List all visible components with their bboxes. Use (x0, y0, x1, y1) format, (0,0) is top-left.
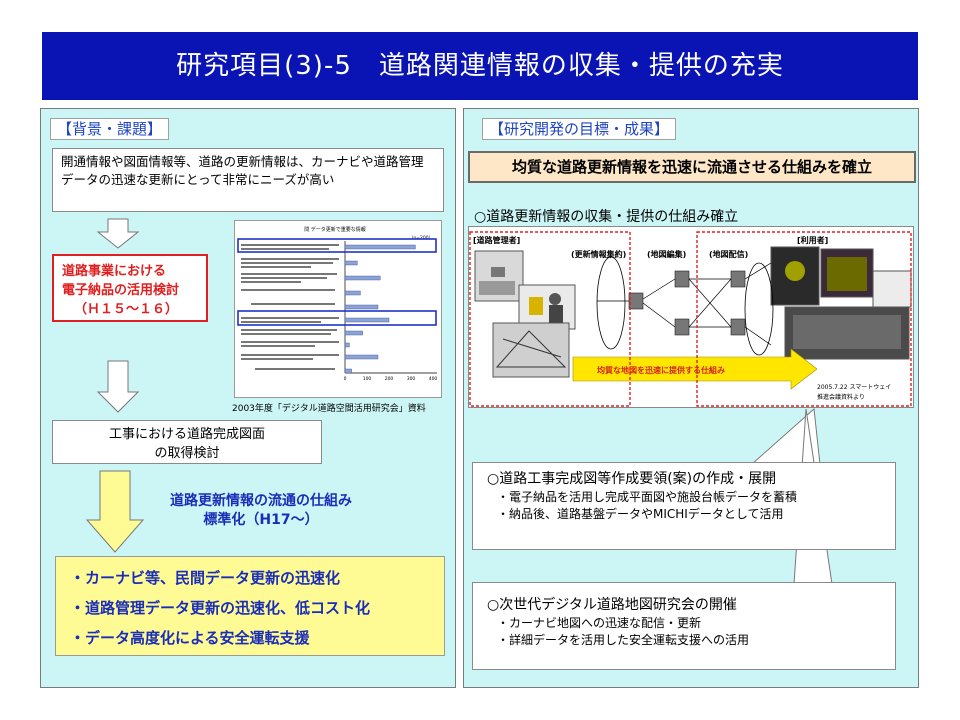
chart-header: 問 データ更新で重要な情報 (304, 226, 366, 233)
distribution-diagram-svg: [道路管理者] (更新情報集約) (地図編集) (地図配信) [利用者] (469, 231, 912, 407)
user-photos (770, 246, 912, 360)
chart-highlight-1 (237, 238, 437, 253)
chart-n-label: （n=200） (409, 235, 433, 241)
chart-bar (344, 330, 363, 336)
electronic-delivery-study-box: 道路事業における 電子納品の活用検討 （Ｈ１５～１６） (52, 254, 208, 322)
drawing-box-line: の取得検討 (154, 446, 220, 461)
outcome-item: ・データ高度化による安全運転支援 (70, 629, 310, 647)
distribute-label: (地図配信) (709, 249, 748, 259)
chart-bar (344, 317, 390, 323)
outcome-item: ・カーナビ等、民間データ更新の迅速化 (70, 569, 341, 587)
outcomes-box: ・カーナビ等、民間データ更新の迅速化 ・道路管理データ更新の迅速化、低コスト化 … (55, 556, 445, 656)
chart-caption: 2003年度「デジタル道路空間活用研究会」資料 (232, 404, 426, 414)
chart-tick-label: 400 (429, 376, 438, 382)
chart-bar (344, 244, 416, 250)
chart-tick-label: 200 (385, 376, 394, 382)
chart-tick-label: 300 (407, 376, 416, 382)
goal-statement: 均質な道路更新情報を迅速に流通させる仕組みを確立 (468, 151, 916, 183)
provide-map-arrow (572, 348, 818, 390)
goals-section-label: 【研究開発の目標・成果】 (482, 118, 677, 140)
survey-chart-svg: 問 データ更新で重要な情報 （n=200） 0 100 200 300 400 (237, 226, 438, 382)
collect-label: (更新情報集約) (571, 249, 626, 259)
chart-bar (344, 354, 379, 360)
chart-bar (344, 290, 361, 296)
red-box-line: 電子納品の活用検討 (62, 283, 180, 298)
chart-bar (344, 342, 350, 348)
result-heading: ○次世代デジタル道路地図研究会の開催 (487, 597, 737, 613)
user-group-outline (696, 231, 912, 407)
callout-line: 標準化（H17～） (203, 512, 319, 528)
result-item: ・納品後、道路基盤データやMICHIデータとして活用 (497, 507, 784, 521)
outcome-item: ・道路管理データ更新の迅速化、低コスト化 (70, 599, 371, 617)
road-admin-label: [道路管理者] (473, 235, 520, 245)
chart-highlight-2 (237, 310, 437, 326)
compile-label: (地図編集) (647, 249, 686, 259)
drawing-box-line: 工事における道路完成図面 (108, 427, 265, 442)
diagram-source-line: 2005.7.22 スマートウェイ (817, 383, 891, 391)
standardization-callout: 道路更新情報の流通の仕組み 標準化（H17～） (138, 492, 384, 530)
road-admin-photos (474, 250, 576, 378)
drawing-acquisition-box: 工事における道路完成図面 の取得検討 (52, 420, 322, 464)
chart-bar (344, 304, 379, 310)
provide-map-arrow-label: 均質な地図を迅速に提供する仕組み (597, 365, 725, 375)
yellow-down-arrow-icon (86, 470, 144, 553)
result-item: ・電子納品を活用し完成平面図や施設台帳データを蓄積 (497, 490, 798, 504)
result-item: ・詳細データを活用した安全運転支援への活用 (497, 633, 750, 647)
chart-bar (344, 275, 381, 281)
background-section-label: 【背景・課題】 (50, 118, 170, 140)
result-guideline-box: ○道路工事完成図等作成要領(案)の作成・展開 ・電子納品を活用し完成平面図や施設… (472, 462, 896, 550)
callout-line: 道路更新情報の流通の仕組み (170, 493, 352, 509)
down-arrow-icon (96, 360, 140, 413)
red-box-line: （Ｈ１５～１６） (74, 302, 179, 317)
red-box-line: 道路事業における (62, 264, 167, 279)
down-arrow-icon (96, 218, 140, 249)
chart-tick-label: 0 (344, 376, 347, 382)
diagram-source-line: 推進会議資料より (817, 393, 865, 401)
survey-chart: 問 データ更新で重要な情報 （n=200） 0 100 200 300 400 (234, 220, 442, 398)
mechanism-subheading: ○道路更新情報の収集・提供の仕組み確立 (474, 209, 739, 225)
page-title: 研究項目(3)-5 道路関連情報の収集・提供の充実 (42, 32, 918, 100)
distribution-diagram: [道路管理者] (更新情報集約) (地図編集) (地図配信) [利用者] (468, 226, 914, 408)
result-item: ・カーナビ地図への迅速な配信・更新 (497, 616, 702, 630)
result-heading: ○道路工事完成図等作成要領(案)の作成・展開 (487, 471, 777, 487)
background-description: 開通情報や図面情報等、道路の更新情報は、カーナビや道路管理データの迅速な更新にと… (52, 148, 444, 212)
chart-tick-label: 100 (363, 376, 372, 382)
chart-bar (344, 260, 358, 266)
user-label: [利用者] (797, 235, 828, 245)
result-research-box: ○次世代デジタル道路地図研究会の開催 ・カーナビ地図への迅速な配信・更新 ・詳細… (472, 582, 896, 670)
road-admin-group-outline (469, 231, 631, 407)
chart-bar (344, 368, 352, 374)
